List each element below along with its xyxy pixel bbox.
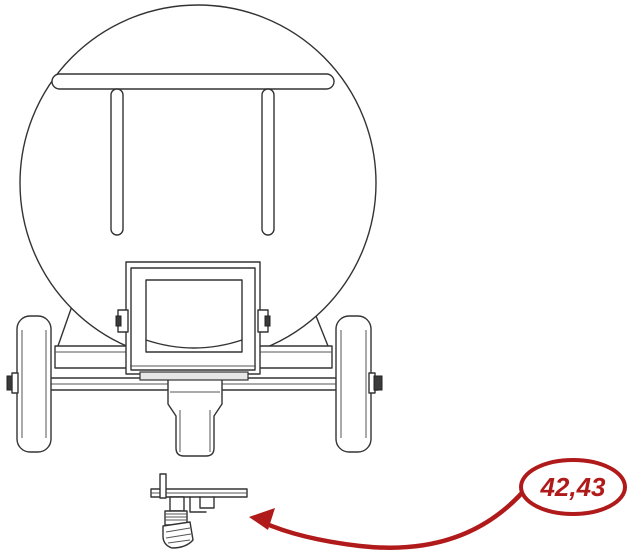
center-caster-wheel xyxy=(167,377,223,457)
top-rail-bar xyxy=(51,73,335,90)
right-wheel xyxy=(335,315,372,453)
right-latch xyxy=(257,309,271,333)
left-hub-bolt xyxy=(6,372,19,394)
left-rod xyxy=(110,88,124,236)
callout-bubble: 42,43 xyxy=(519,458,627,516)
right-hub-bolt xyxy=(368,372,383,394)
right-rod xyxy=(261,88,275,236)
caster-bracket-detail-icon xyxy=(150,473,248,549)
left-latch xyxy=(115,309,129,333)
hitch-box xyxy=(125,261,261,381)
callout-arrow-icon xyxy=(249,483,531,550)
callout-label: 42,43 xyxy=(539,472,606,502)
left-wheel xyxy=(16,315,52,453)
tank-cart-rear-view-icon xyxy=(6,4,383,457)
